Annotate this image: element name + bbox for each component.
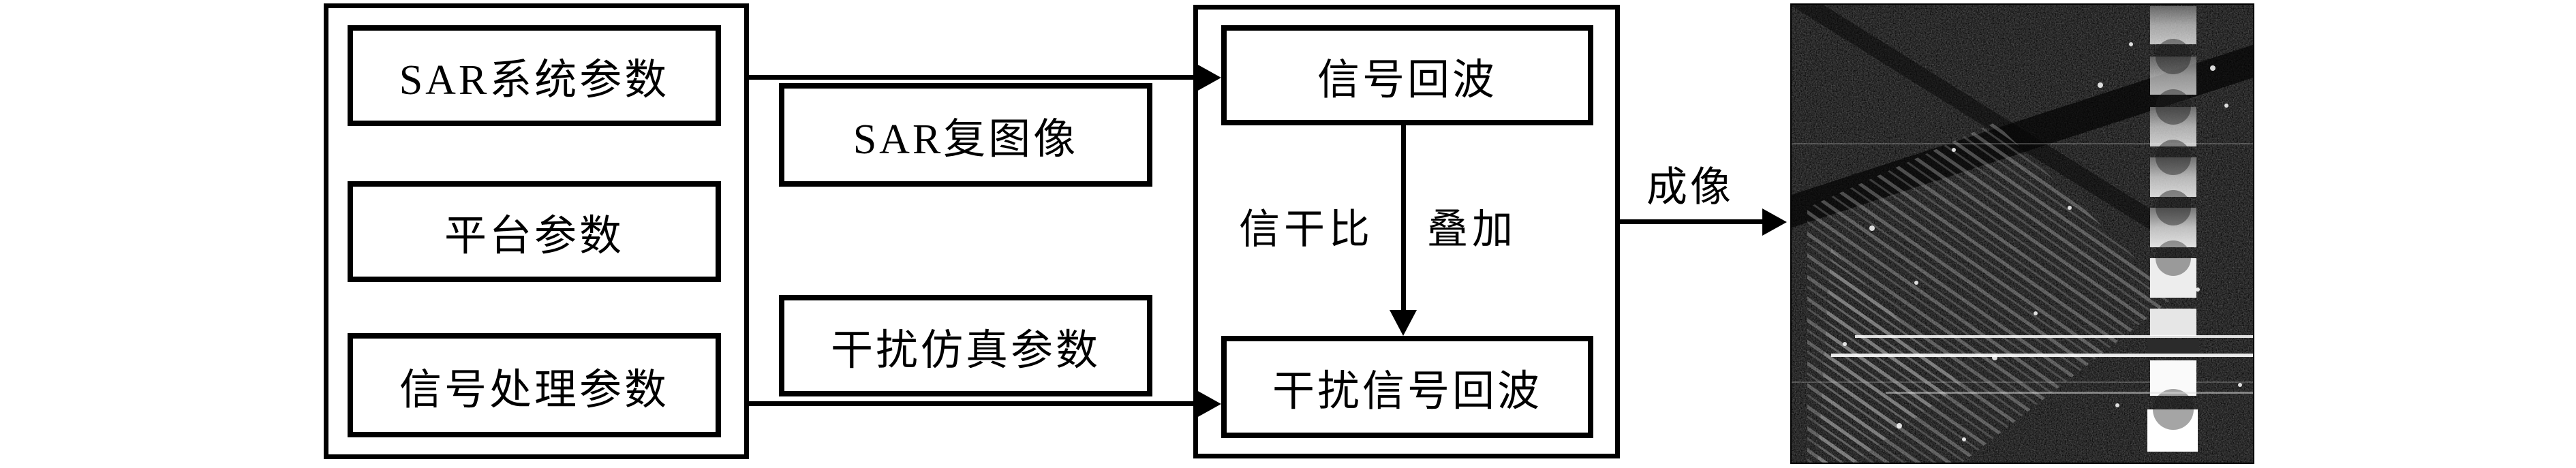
jamming-target-strip [2147,6,2199,452]
box-sar-complex-image-label: SAR复图像 [853,116,1079,163]
box-platform-params-label: 平台参数 [444,213,624,260]
overlay-label: 叠加 [1427,207,1517,252]
arrow-line-signal-echo-to-jamming-echo [1401,125,1406,311]
sar-image-canvas [1790,3,2254,464]
box-sar-system-params-label: SAR系统参数 [399,57,670,104]
box-signal-processing-params-label: 信号处理参数 [399,366,669,414]
box-jamming-signal-echo: 干扰信号回波 [1221,336,1593,438]
box-signal-echo: 信号回波 [1221,25,1593,125]
box-signal-echo-label: 信号回波 [1317,57,1497,104]
arrowhead-right-icon [1762,208,1787,236]
box-jamming-sim-params: 干扰仿真参数 [779,295,1152,396]
imaging-label: 成像 [1646,165,1734,210]
box-jamming-signal-echo-label: 干扰信号回波 [1272,369,1542,415]
arrow-line-imaging [1619,219,1764,224]
arrow-line-params-to-signal-echo [749,75,1197,80]
box-signal-processing-params: 信号处理参数 [348,333,721,437]
sir-ratio-label: 信干比 [1239,207,1374,252]
echo-container [1193,5,1620,458]
arrowhead-right-icon [1197,390,1221,418]
box-platform-params: 平台参数 [348,181,721,282]
arrowhead-right-icon [1197,64,1221,91]
sar-result-image [1790,3,2254,464]
box-sar-complex-image: SAR复图像 [779,83,1152,187]
box-jamming-sim-params-label: 干扰仿真参数 [830,327,1101,374]
box-sar-system-params: SAR系统参数 [348,25,721,126]
arrowhead-down-icon [1390,310,1417,336]
arrow-line-params-to-jamming-echo [749,401,1197,406]
input-parameters-container [324,3,749,459]
